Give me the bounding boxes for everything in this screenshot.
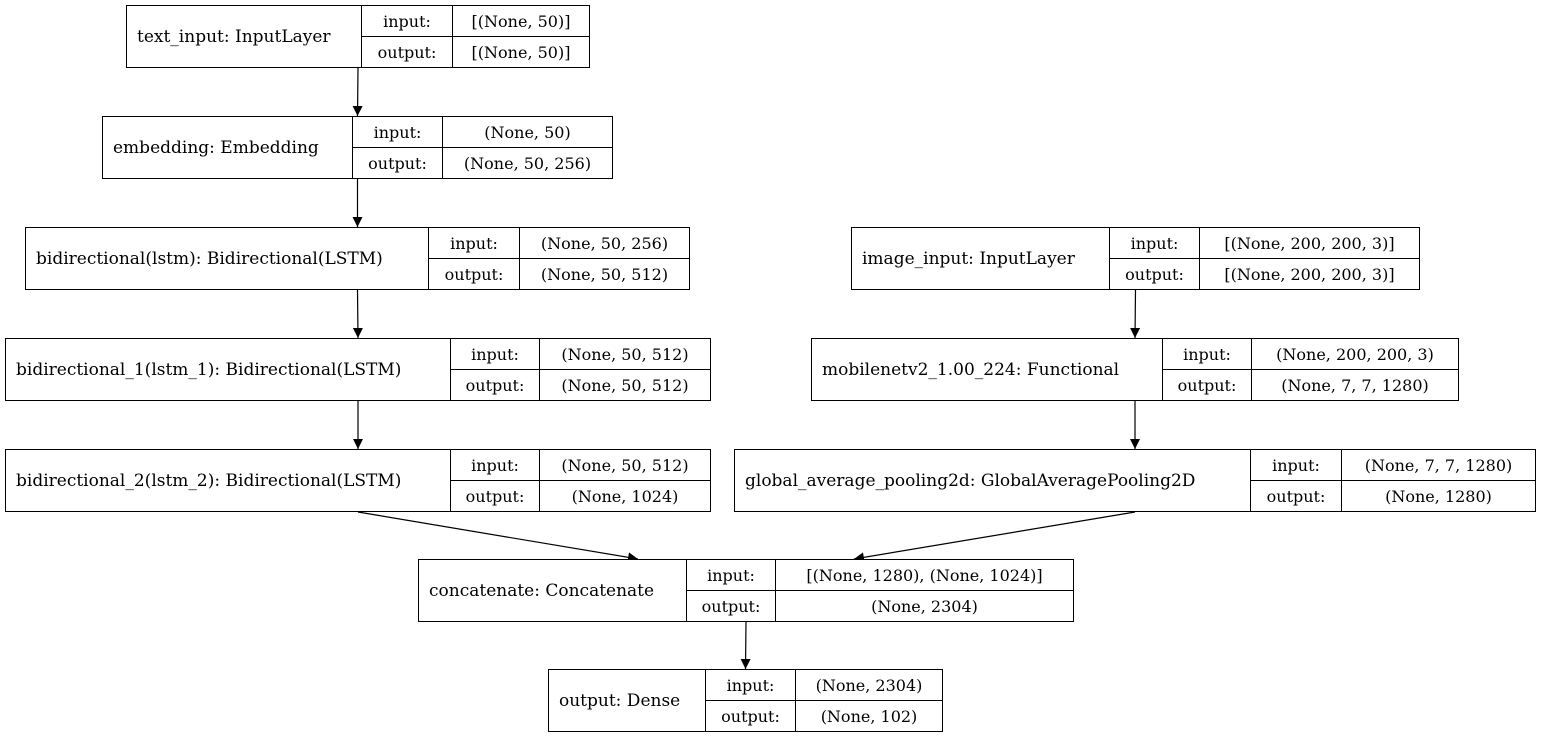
edge-image_input-to-mobilenet xyxy=(1130,289,1141,339)
layer-name: embedding: Embedding xyxy=(103,117,353,178)
layer-bidirectional-2[interactable]: bidirectional_2(lstm_2): Bidirectional(L… xyxy=(5,449,711,512)
input-label: input: xyxy=(687,560,776,590)
layer-image-input[interactable]: image_input: InputLayer input: [(None, 20… xyxy=(851,227,1420,290)
layer-text-input[interactable]: text_input: InputLayer input: [(None, 50)… xyxy=(126,5,590,68)
layer-concatenate[interactable]: concatenate: Concatenate input: [(None, 1… xyxy=(418,559,1074,622)
layer-name: concatenate: Concatenate xyxy=(419,560,687,621)
input-label: input: xyxy=(353,117,443,147)
input-shape: (None, 50, 256) xyxy=(540,233,669,253)
edge-text_input-to-embedding xyxy=(352,67,363,117)
output-shape: (None, 50, 256) xyxy=(463,153,592,173)
edge-concatenate-to-output xyxy=(740,621,751,670)
output-label: output: xyxy=(706,701,796,731)
output-label: output: xyxy=(353,148,443,178)
layer-name: text_input: InputLayer xyxy=(127,6,362,67)
output-shape: (None, 1280) xyxy=(1385,486,1492,506)
edge-bidirectional_2-to-concatenate xyxy=(357,511,639,563)
layer-name: output: Dense xyxy=(549,670,706,731)
input-label: input: xyxy=(429,228,520,258)
edge-bidirectional-to-bidirectional_1 xyxy=(352,289,363,339)
layer-name: bidirectional_1(lstm_1): Bidirectional(L… xyxy=(6,339,451,400)
input-shape: (None, 2304) xyxy=(815,675,923,695)
layer-global-average-pooling[interactable]: global_average_pooling2d: GlobalAverageP… xyxy=(734,449,1536,512)
layer-name: global_average_pooling2d: GlobalAverageP… xyxy=(735,450,1251,511)
input-label: input: xyxy=(1163,339,1252,369)
output-label: output: xyxy=(1163,370,1252,400)
output-shape: (None, 1024) xyxy=(571,486,679,506)
input-label: input: xyxy=(1110,228,1200,258)
edge-gap-to-concatenate xyxy=(853,511,1136,563)
output-shape: (None, 50, 512) xyxy=(540,264,669,284)
input-shape: (None, 200, 200, 3) xyxy=(1276,344,1434,364)
output-shape: (None, 50, 512) xyxy=(561,375,689,395)
input-shape: [(None, 1280), (None, 1024)] xyxy=(806,565,1043,585)
output-label: output: xyxy=(451,481,540,511)
output-shape: [(None, 200, 200, 3)] xyxy=(1224,264,1395,284)
output-shape: (None, 102) xyxy=(820,706,918,726)
layer-mobilenet[interactable]: mobilenetv2_1.00_224: Functional input: (… xyxy=(811,338,1459,401)
layer-name: mobilenetv2_1.00_224: Functional xyxy=(812,339,1163,400)
output-label: output: xyxy=(1110,259,1200,289)
layer-bidirectional[interactable]: bidirectional(lstm): Bidirectional(LSTM)… xyxy=(25,227,690,290)
input-label: input: xyxy=(362,6,453,36)
output-label: output: xyxy=(1251,481,1342,511)
input-shape: (None, 50, 512) xyxy=(561,455,689,475)
input-shape: (None, 50, 512) xyxy=(561,344,689,364)
input-shape: (None, 7, 7, 1280) xyxy=(1364,455,1513,475)
layer-embedding[interactable]: embedding: Embedding input: (None, 50) ou… xyxy=(102,116,613,179)
output-shape: (None, 7, 7, 1280) xyxy=(1281,375,1429,395)
input-shape: [(None, 200, 200, 3)] xyxy=(1224,233,1395,253)
output-label: output: xyxy=(429,259,520,289)
output-label: output: xyxy=(451,370,540,400)
input-label: input: xyxy=(451,450,540,480)
layer-bidirectional-1[interactable]: bidirectional_1(lstm_1): Bidirectional(L… xyxy=(5,338,711,401)
layer-output-dense[interactable]: output: Dense input: (None, 2304) output:… xyxy=(548,669,943,732)
output-label: output: xyxy=(362,37,453,67)
output-label: output: xyxy=(687,591,776,621)
input-shape: (None, 50) xyxy=(484,122,571,142)
layer-name: image_input: InputLayer xyxy=(852,228,1110,289)
input-label: input: xyxy=(706,670,796,700)
output-shape: (None, 2304) xyxy=(871,596,978,616)
layer-name: bidirectional_2(lstm_2): Bidirectional(L… xyxy=(6,450,451,511)
input-label: input: xyxy=(451,339,540,369)
output-shape: [(None, 50)] xyxy=(471,42,571,62)
input-shape: [(None, 50)] xyxy=(471,11,571,31)
layer-name: bidirectional(lstm): Bidirectional(LSTM) xyxy=(26,228,429,289)
input-label: input: xyxy=(1251,450,1342,480)
